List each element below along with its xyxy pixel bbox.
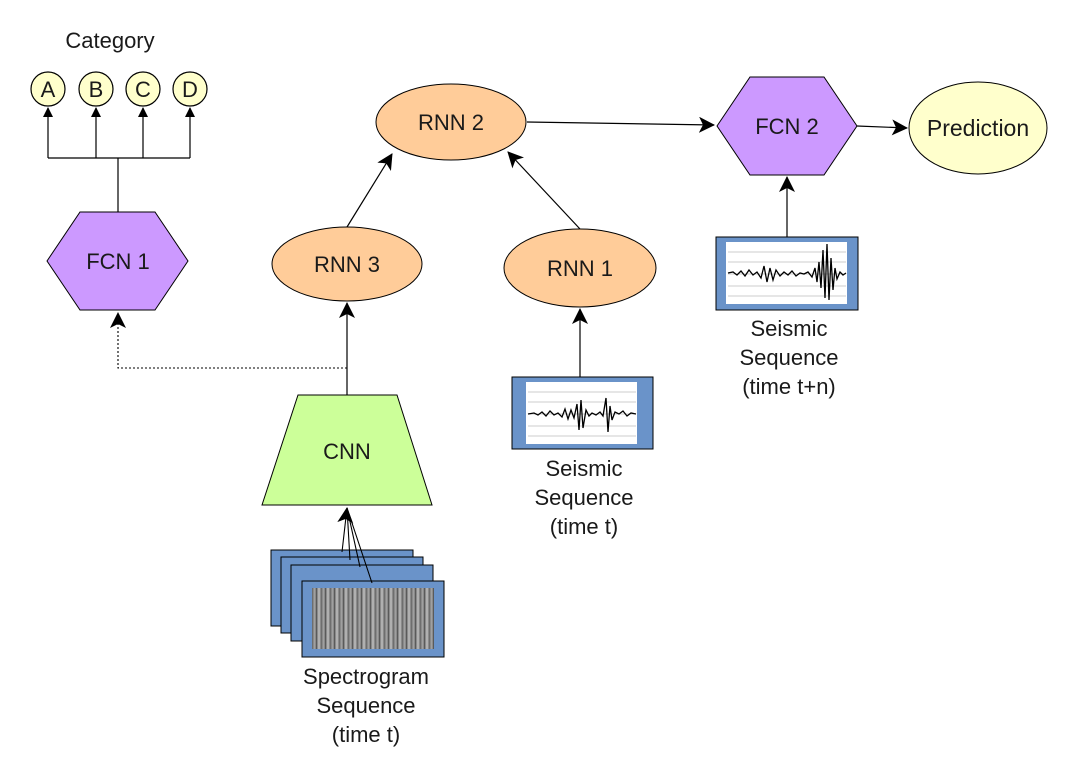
seismic-t-caption-line1: Seismic	[545, 456, 622, 481]
category-label-c: C	[135, 77, 151, 102]
spectrogram-stack	[270, 549, 445, 658]
spectrogram-caption-line2: Sequence	[316, 693, 415, 718]
rnn1-to-rnn2-arrow	[507, 151, 581, 230]
seismic-tn-caption-line1: Seismic	[750, 316, 827, 341]
category-circle-d: D	[172, 71, 208, 107]
rnn1-node: RNN 1	[503, 228, 657, 308]
seismic-t-plot	[511, 376, 654, 450]
spectrogram-caption-line1: Spectrogram	[303, 664, 429, 689]
category-label-b: B	[89, 77, 104, 102]
seismic-tn-caption-line3: (time t+n)	[742, 374, 836, 399]
category-label-a: A	[41, 77, 56, 102]
spectrogram-caption-line3: (time t)	[332, 722, 400, 747]
rnn2-to-fcn2-arrow	[526, 116, 715, 133]
seismic-t-waveform	[527, 397, 637, 433]
prediction-label: Prediction	[927, 115, 1029, 141]
rnn3-to-rnn2-arrow	[346, 153, 393, 228]
fcn1-label: FCN 1	[86, 249, 150, 274]
seismic-tn-caption-line2: Sequence	[739, 345, 838, 370]
seismic-tn-plot	[715, 236, 859, 311]
category-title: Category	[65, 28, 154, 53]
prediction-node: Prediction	[908, 81, 1048, 175]
rnn3-label: RNN 3	[314, 252, 380, 277]
cnn-node: CNN	[261, 394, 433, 506]
rnn3-node: RNN 3	[271, 226, 423, 302]
fcn1-node: FCN 1	[46, 211, 189, 311]
seismic-t-caption-line3: (time t)	[550, 514, 618, 539]
cnn-label: CNN	[323, 439, 371, 464]
spectrogram-image	[312, 588, 434, 649]
category-label-d: D	[182, 77, 198, 102]
fcn2-label: FCN 2	[755, 114, 819, 139]
spectrogram-to-cnn-arrows	[337, 507, 373, 584]
seismic-tn-waveform	[727, 243, 847, 301]
category-fanout-connector	[43, 107, 195, 212]
seismic-t-caption-line2: Sequence	[534, 485, 633, 510]
rnn1-label: RNN 1	[547, 256, 613, 281]
fcn2-node: FCN 2	[716, 76, 858, 176]
category-circle-a: A	[30, 71, 66, 107]
category-circle-c: C	[125, 71, 161, 107]
cnn-to-fcn1-dotted-arrow	[110, 312, 347, 369]
rnn2-node: RNN 2	[375, 83, 527, 161]
rnn2-label: RNN 2	[418, 110, 484, 135]
fcn2-to-prediction-arrow	[856, 119, 908, 136]
category-circle-b: B	[78, 71, 114, 107]
